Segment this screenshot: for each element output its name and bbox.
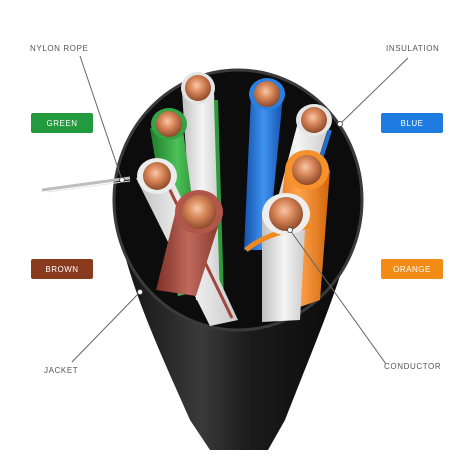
leader-line-nylon-rope bbox=[79, 55, 123, 181]
conductor-core bbox=[254, 81, 280, 107]
leader-dot-jacket bbox=[137, 289, 143, 295]
leader-dot-nylon-rope bbox=[119, 177, 125, 183]
tag-brown: BROWN bbox=[31, 259, 93, 279]
tag-green: GREEN bbox=[31, 113, 93, 133]
leader-dot-conductor bbox=[287, 227, 293, 233]
conductor-core bbox=[301, 107, 327, 133]
nylon-rope bbox=[41, 176, 131, 192]
white-orange-pair-wire bbox=[244, 193, 313, 322]
conductor-core bbox=[292, 155, 322, 185]
tag-blue: BLUE bbox=[381, 113, 443, 133]
conductor-core bbox=[182, 195, 216, 229]
jacket-rim-highlight bbox=[112, 68, 364, 332]
label-insulation: INSULATION bbox=[386, 44, 440, 53]
leader-line-insulation bbox=[339, 57, 409, 125]
tag-orange: ORANGE bbox=[381, 259, 443, 279]
conductor-core bbox=[156, 111, 182, 137]
nylon-rope-fibers bbox=[47, 180, 131, 193]
label-conductor: CONDUCTOR bbox=[384, 362, 442, 371]
brown-wire bbox=[156, 190, 223, 296]
label-nylon-rope: NYLON ROPE bbox=[30, 44, 89, 53]
leader-dot-insulation bbox=[337, 121, 343, 127]
conductor-core bbox=[269, 197, 303, 231]
blue-wire bbox=[244, 78, 285, 250]
leader-line-conductor bbox=[289, 229, 387, 365]
leader-line-jacket bbox=[71, 291, 141, 363]
conductor-core bbox=[143, 162, 171, 190]
conductor-core bbox=[185, 75, 211, 101]
label-jacket: JACKET bbox=[44, 366, 79, 375]
